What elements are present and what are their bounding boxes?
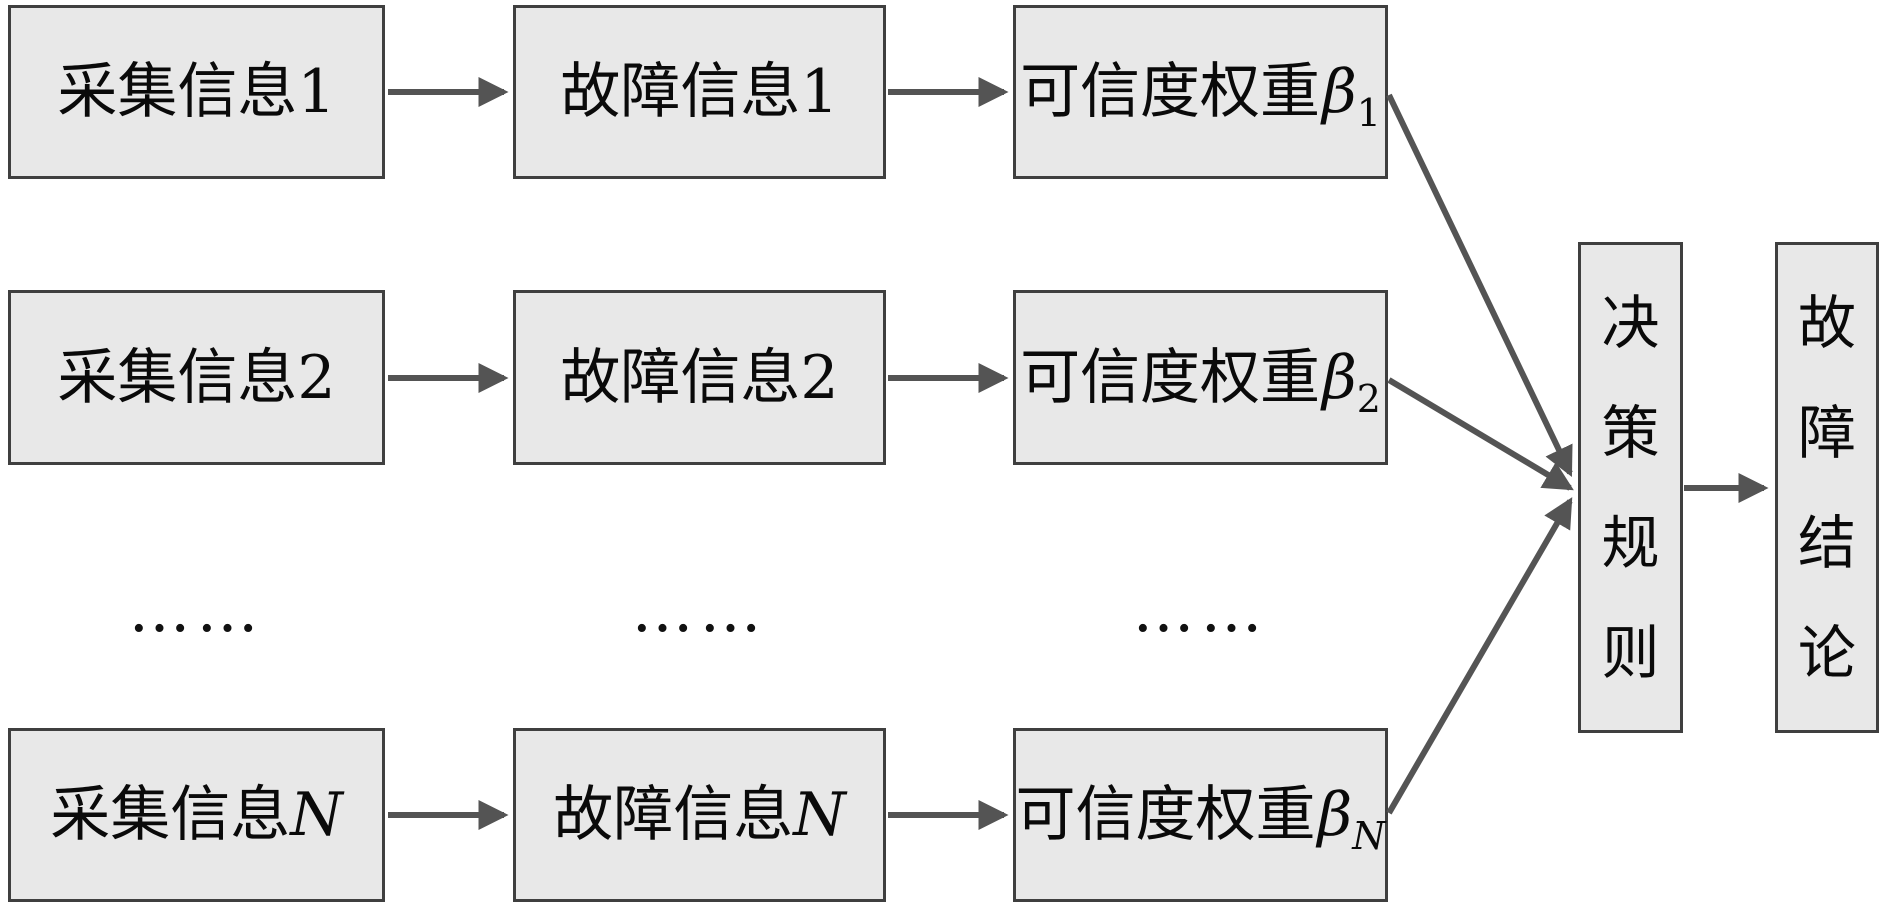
label-index: N [793,780,846,850]
ellipsis-weight-column: …… [1132,573,1269,646]
label-index: 1 [297,57,336,127]
label-prefix: 故障信息 [560,342,801,413]
conclusion-char-3: 结 [1797,508,1856,577]
label-index: N [290,780,343,850]
conclusion-char-2: 障 [1797,398,1856,467]
decision-char-2: 策 [1601,398,1660,467]
beta-subscript: N [1352,814,1386,858]
label-prefix: 可信度权重 [1015,780,1316,850]
label-prefix: 可信度权重 [1020,57,1321,127]
label-index: 1 [800,57,839,127]
label-index: 2 [297,342,336,413]
decision-char-4: 则 [1601,618,1660,687]
beta-symbol: β [1317,780,1353,850]
beta-symbol: β [1322,342,1357,413]
arrow-weightN-to-decision [1386,497,1573,815]
decision-char-3: 规 [1601,508,1660,577]
box-fault-conclusion: 故 障 结 论 [1775,242,1879,733]
decision-char-1: 决 [1601,288,1660,357]
conclusion-char-1: 故 [1797,288,1856,357]
arrow-weight1-to-decision [1386,93,1573,478]
label-prefix: 采集信息 [57,57,298,127]
beta-symbol: β [1322,57,1357,127]
label-prefix: 采集信息 [50,780,291,850]
label-prefix: 故障信息 [560,57,801,127]
label-prefix: 采集信息 [57,342,298,413]
label-prefix: 可信度权重 [1020,342,1321,413]
arrow-weight2-to-decision [1387,377,1574,491]
ellipsis-collect-column: …… [128,573,265,646]
beta-subscript: 2 [1356,376,1381,421]
box-decision-rules: 决 策 规 则 [1578,242,1683,733]
beta-subscript: 1 [1356,91,1381,135]
label-index: 2 [800,342,839,413]
label-prefix: 故障信息 [553,780,794,850]
conclusion-char-4: 论 [1797,618,1856,687]
ellipsis-fault-column: …… [631,573,768,646]
